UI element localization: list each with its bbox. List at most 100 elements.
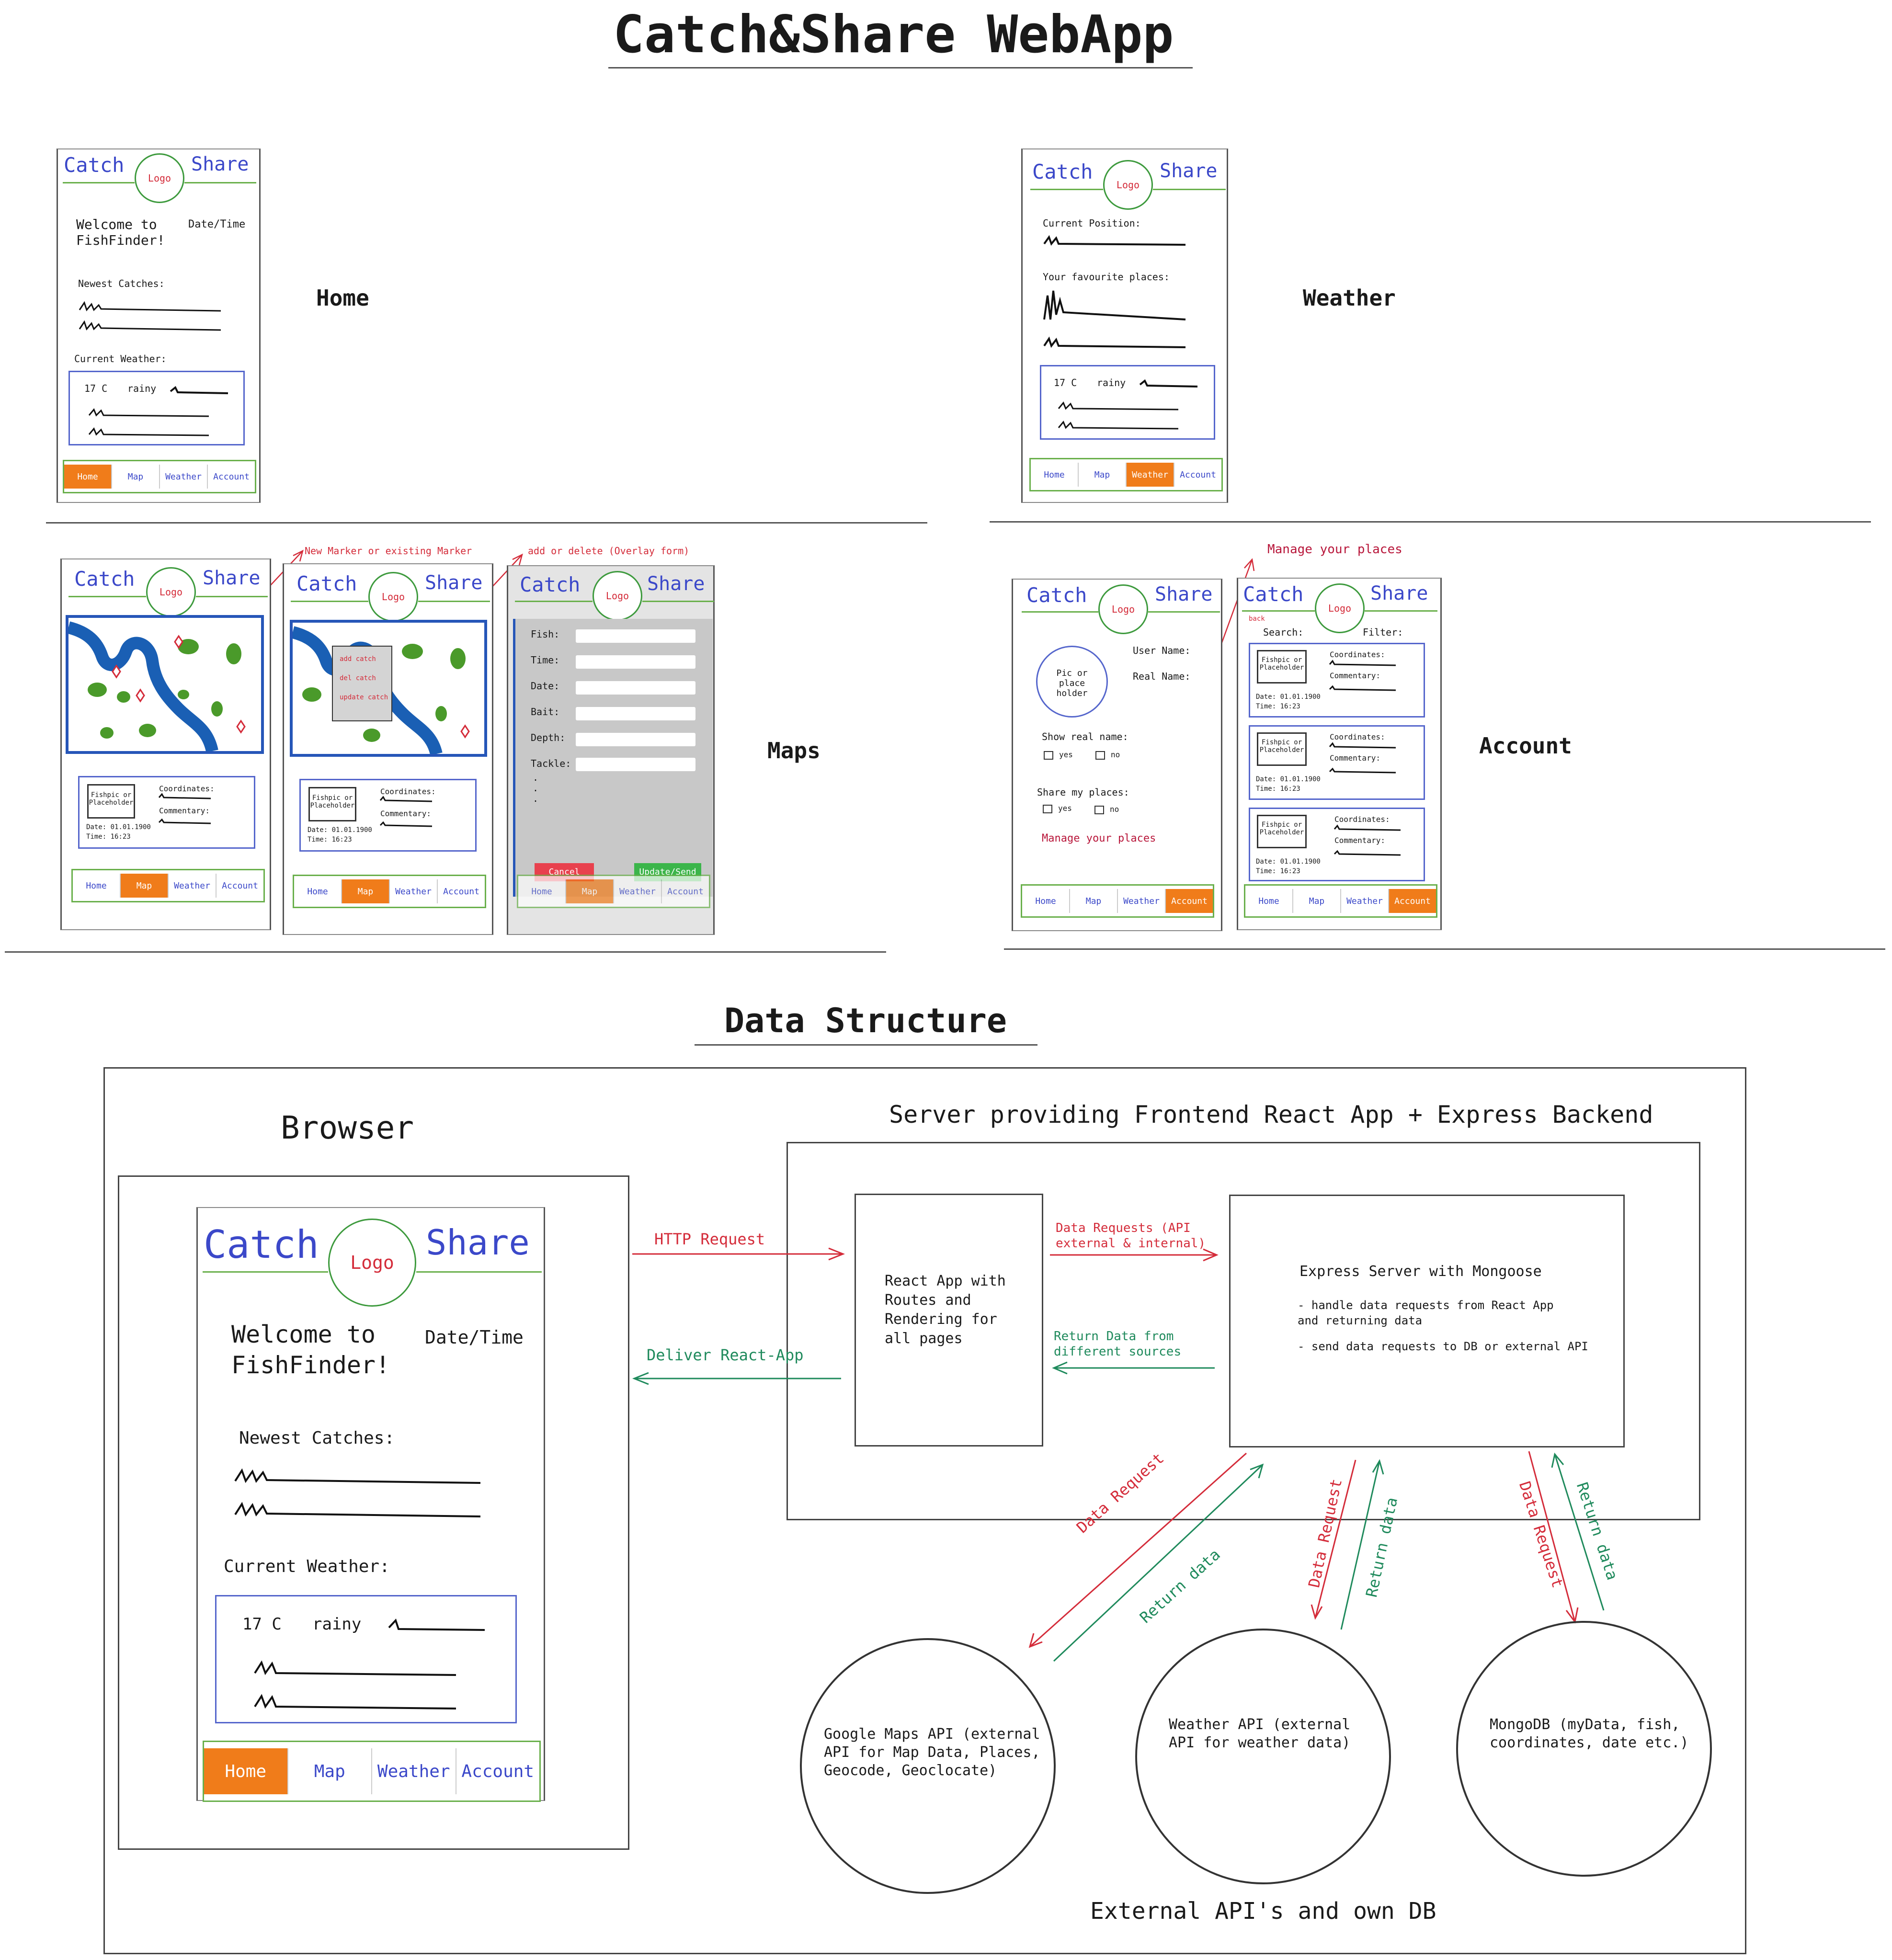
header-divider <box>1030 189 1103 190</box>
nav-map[interactable]: Map <box>288 1748 372 1794</box>
account-wireframe-profile: Catch Logo Share Pic or place holder Use… <box>1012 579 1222 931</box>
header-divider <box>642 601 714 602</box>
nav-home[interactable]: Home <box>1022 889 1070 913</box>
show-real-no[interactable]: no <box>1095 750 1120 760</box>
menu-update-catch[interactable]: update catch <box>340 694 388 701</box>
header-divider <box>184 182 256 183</box>
nav-account[interactable]: Account <box>461 1761 535 1781</box>
field-label-bait: Bait: <box>531 706 560 718</box>
placeholder-scribble <box>1329 660 1396 691</box>
nav-account[interactable]: Account <box>667 886 704 897</box>
react-app-box: React App with Routes and Rendering for … <box>855 1194 1043 1447</box>
bottom-nav: Home Map Weather Account <box>1244 884 1437 918</box>
newest-catches-label: Newest Catches: <box>78 278 165 289</box>
weather-api-label: Weather API (external API for weather da… <box>1169 1716 1351 1751</box>
header-divider <box>1153 189 1226 190</box>
card-commentary: Commentary: <box>1330 753 1380 763</box>
header-divider <box>63 182 135 183</box>
back-link[interactable]: back <box>1249 615 1265 623</box>
nav-account[interactable]: Account <box>213 471 250 482</box>
nav-account[interactable]: Account <box>1166 889 1213 913</box>
header-divider <box>418 601 490 602</box>
bottom-nav: Home Map Weather Account <box>1021 884 1214 918</box>
nav-account[interactable]: Account <box>1180 469 1216 480</box>
section-divider <box>5 951 886 953</box>
profile-pic-placeholder[interactable]: Pic or place holder <box>1036 646 1108 718</box>
nav-weather[interactable]: Weather <box>1127 463 1174 487</box>
header-divider <box>196 596 268 597</box>
nav-home[interactable]: Home <box>294 879 342 903</box>
map-wireframe-main: Catch Logo Share Fishpic or Placeholder … <box>60 558 271 930</box>
nav-home[interactable]: Home <box>204 1748 288 1794</box>
map-view[interactable]: add catch del catch update catch <box>290 620 487 757</box>
nav-account[interactable]: Account <box>443 886 479 897</box>
nav-weather[interactable]: Weather <box>160 465 208 489</box>
field-date-input[interactable] <box>576 681 695 695</box>
header-divider <box>1365 610 1437 612</box>
maps-section-label: Maps <box>767 738 821 763</box>
note-manage-places: Manage your places <box>1267 542 1402 557</box>
place-card[interactable]: Fishpic or Placeholder Coordinates: Comm… <box>1249 725 1425 800</box>
field-tackle-input[interactable] <box>576 758 695 771</box>
map-view[interactable] <box>66 615 264 754</box>
place-card[interactable]: Fishpic or Placeholder Coordinates: Comm… <box>1249 643 1425 718</box>
nav-weather[interactable]: Weather <box>372 1748 456 1794</box>
brand-catch: Catch <box>296 572 357 595</box>
show-real-yes[interactable]: yes <box>1044 750 1073 760</box>
nav-weather[interactable]: Weather <box>1118 889 1166 913</box>
placeholder-scribble <box>1329 742 1396 774</box>
place-card[interactable]: Fishpic or Placeholder Coordinates: Comm… <box>1249 808 1425 881</box>
nav-map[interactable]: Map <box>121 874 169 898</box>
nav-map[interactable]: Map <box>1293 889 1341 913</box>
nav-weather[interactable]: Weather <box>1341 889 1389 913</box>
placeholder-scribble <box>379 796 433 827</box>
weather-temp: 17 C <box>84 383 108 394</box>
nav-home[interactable]: Home <box>64 465 112 489</box>
return-sources-label: Return Data from different sources <box>1054 1329 1182 1359</box>
nav-account[interactable]: Account <box>1389 889 1436 913</box>
card-date: Date: 01.01.1900 <box>1256 693 1321 701</box>
map-wireframe-menu: Catch Logo Share add catch del catch upd… <box>283 563 493 935</box>
field-fish-input[interactable] <box>576 629 695 643</box>
brand-catch: Catch <box>64 153 125 177</box>
bottom-nav: Home Map Weather Account <box>517 875 710 908</box>
logo-circle: Logo <box>1315 583 1365 633</box>
nav-home[interactable]: Home <box>518 879 566 903</box>
catch-card[interactable]: Fishpic or Placeholder Coordinates: Comm… <box>299 779 477 852</box>
field-time-input[interactable] <box>576 655 695 669</box>
marker-context-menu[interactable]: add catch del catch update catch <box>332 646 392 721</box>
card-coordinates: Coordinates: <box>1330 732 1385 741</box>
nav-map[interactable]: Map <box>1070 889 1118 913</box>
field-bait-input[interactable] <box>576 707 695 720</box>
catch-card[interactable]: Fishpic or Placeholder Coordinates: Comm… <box>78 776 255 849</box>
logo-circle: Logo <box>1098 584 1148 634</box>
manage-places-link[interactable]: Manage your places <box>1042 832 1156 844</box>
nav-home[interactable]: Home <box>1245 889 1293 913</box>
share-places-yes[interactable]: yes <box>1043 804 1072 813</box>
menu-del-catch[interactable]: del catch <box>340 674 376 682</box>
nav-map[interactable]: Map <box>1079 463 1127 487</box>
field-depth-input[interactable] <box>576 733 695 746</box>
nav-weather[interactable]: Weather <box>169 874 217 898</box>
menu-add-catch[interactable]: add catch <box>340 655 376 663</box>
card-date: Date: 01.01.1900 <box>1256 858 1321 866</box>
nav-account[interactable]: Account <box>222 880 258 891</box>
nav-home[interactable]: Home <box>1031 463 1079 487</box>
share-places-no[interactable]: no <box>1094 805 1119 814</box>
header-divider <box>1148 611 1220 613</box>
express-title: Express Server with Mongoose <box>1299 1263 1542 1280</box>
logo-circle: Logo <box>135 153 184 203</box>
nav-home[interactable]: Home <box>73 874 121 898</box>
nav-weather[interactable]: Weather <box>614 879 662 903</box>
nav-map[interactable]: Map <box>342 879 390 903</box>
nav-map[interactable]: Map <box>566 879 614 903</box>
fishpic-placeholder: Fishpic or Placeholder <box>1257 650 1307 684</box>
card-time: Time: 16:23 <box>1256 867 1300 875</box>
card-coordinates: Coordinates: <box>159 784 215 793</box>
brand-share: Share <box>1370 582 1428 604</box>
placeholder-scribble <box>1043 235 1186 246</box>
nav-map[interactable]: Map <box>112 465 160 489</box>
nav-weather[interactable]: Weather <box>390 879 438 903</box>
welcome-text: Welcome to FishFinder! <box>231 1321 390 1379</box>
